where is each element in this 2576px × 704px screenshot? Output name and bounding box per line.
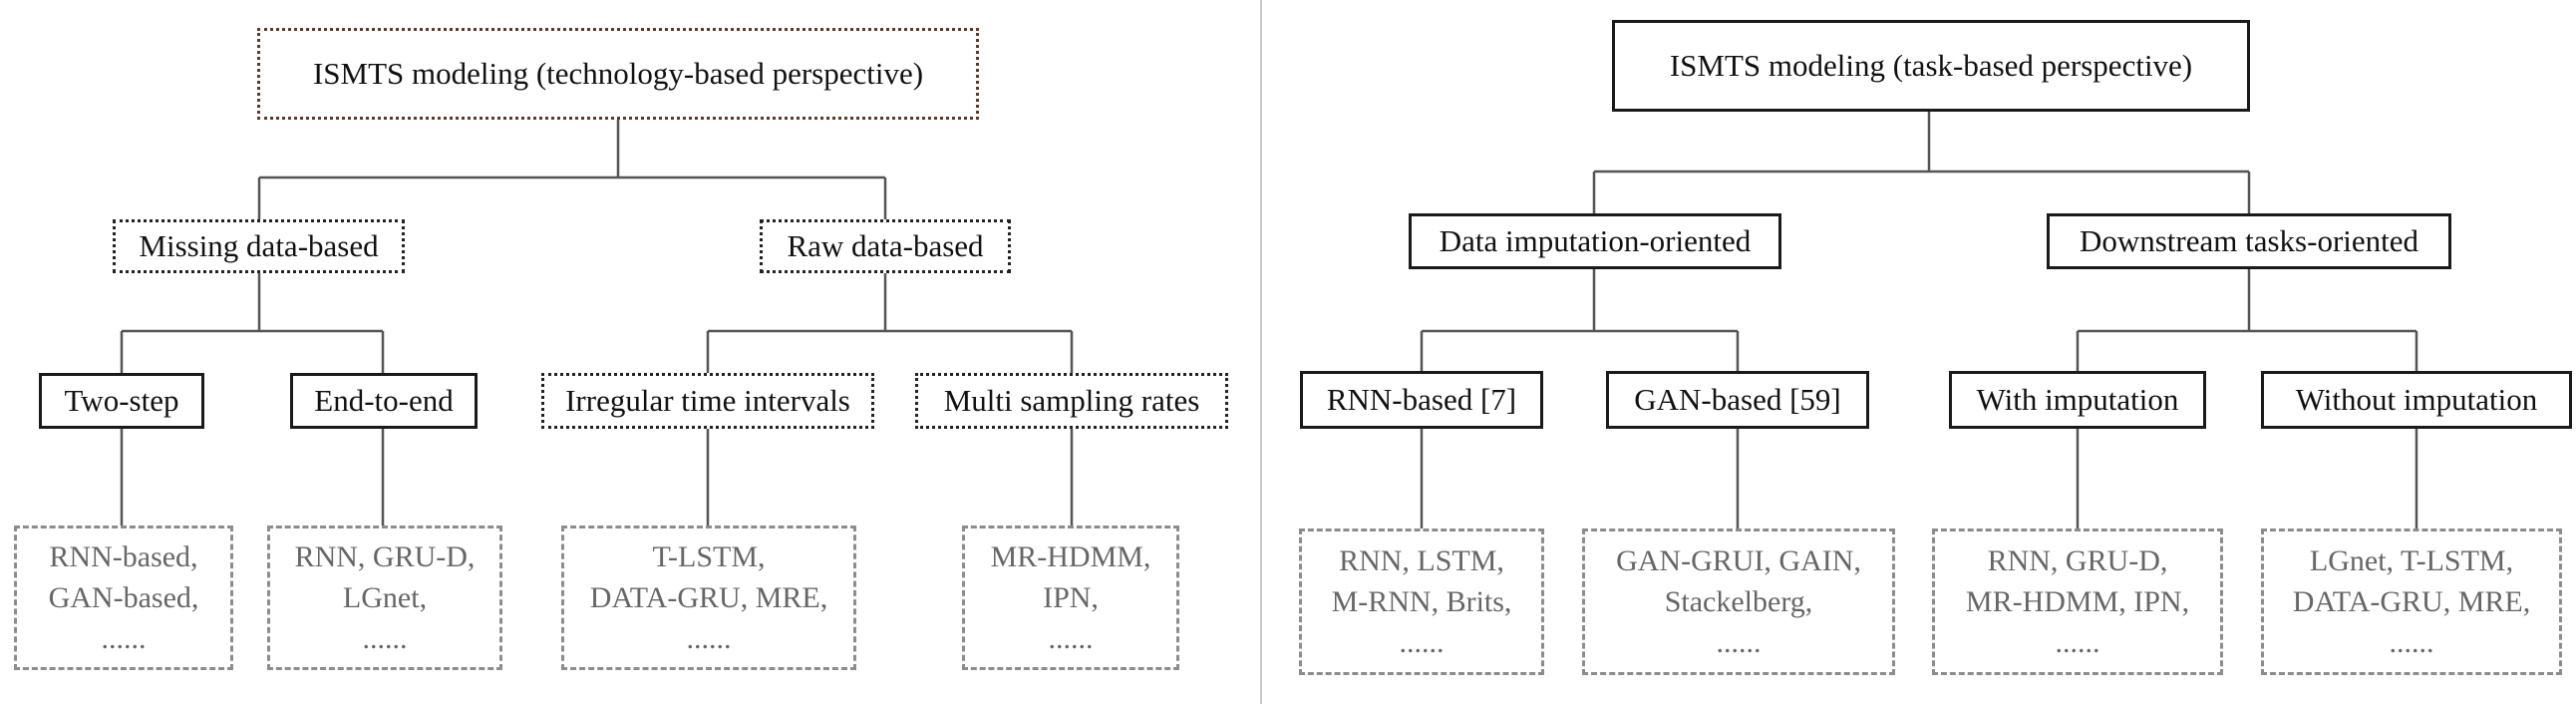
irregular-intervals-node: Irregular time intervals bbox=[541, 373, 874, 429]
method-line: DATA-GRU, MRE, bbox=[2292, 585, 2531, 618]
end-to-end-label: End-to-end bbox=[314, 383, 454, 418]
with-imputation-methods: RNN, GRU-D, MR-HDMM, IPN, ...... bbox=[1932, 528, 2223, 675]
right-root-label: ISMTS modeling (task-based perspective) bbox=[1669, 48, 2193, 83]
imputation-oriented-node: Data imputation-oriented bbox=[1409, 213, 1781, 269]
method-line: Stackelberg, bbox=[1664, 585, 1813, 618]
missing-data-label: Missing data-based bbox=[139, 228, 379, 263]
method-line: RNN, GRU-D, bbox=[1987, 544, 2168, 577]
method-line: DATA-GRU, MRE, bbox=[589, 581, 828, 614]
method-line: LGnet, bbox=[342, 581, 428, 614]
method-line: GAN-GRUI, GAIN, bbox=[1616, 544, 1861, 577]
irregular-intervals-methods: T-LSTM, DATA-GRU, MRE, ...... bbox=[561, 526, 856, 670]
imputation-oriented-label: Data imputation-oriented bbox=[1439, 223, 1752, 258]
two-step-label: Two-step bbox=[64, 383, 179, 418]
right-tree-connectors bbox=[1420, 112, 2418, 528]
method-line: ...... bbox=[101, 622, 147, 655]
two-step-methods: RNN-based, GAN-based, ...... bbox=[14, 526, 233, 670]
gan-based-methods: GAN-GRUI, GAIN, Stackelberg, ...... bbox=[1582, 528, 1895, 675]
downstream-oriented-label: Downstream tasks-oriented bbox=[2079, 223, 2419, 258]
downstream-oriented-node: Downstream tasks-oriented bbox=[2047, 213, 2451, 269]
multi-sampling-label: Multi sampling rates bbox=[943, 383, 1200, 418]
method-line: ...... bbox=[686, 622, 732, 655]
raw-data-label: Raw data-based bbox=[787, 228, 984, 263]
method-line: RNN-based, bbox=[49, 540, 198, 573]
method-line: ...... bbox=[2055, 626, 2100, 659]
rnn-based-node: RNN-based [7] bbox=[1300, 371, 1543, 429]
two-step-node: Two-step bbox=[39, 373, 204, 429]
method-line: LGnet, T-LSTM, bbox=[2309, 544, 2514, 577]
rnn-based-label: RNN-based [7] bbox=[1326, 382, 1517, 417]
with-imputation-node: With imputation bbox=[1949, 371, 2206, 429]
end-to-end-methods: RNN, GRU-D, LGnet, ...... bbox=[267, 526, 502, 670]
missing-data-node: Missing data-based bbox=[113, 219, 405, 273]
method-line: ...... bbox=[1399, 626, 1445, 659]
end-to-end-node: End-to-end bbox=[290, 373, 478, 429]
multi-sampling-methods: MR-HDMM, IPN, ...... bbox=[962, 526, 1179, 670]
method-line: ...... bbox=[362, 622, 408, 655]
without-imputation-label: Without imputation bbox=[2295, 382, 2538, 417]
without-imputation-node: Without imputation bbox=[2261, 371, 2572, 429]
with-imputation-label: With imputation bbox=[1976, 382, 2179, 417]
method-line: ...... bbox=[1716, 626, 1762, 659]
method-line: M-RNN, Brits, bbox=[1331, 585, 1512, 618]
left-tree-connectors bbox=[120, 120, 1074, 526]
method-line: ...... bbox=[1048, 622, 1094, 655]
right-root-node: ISMTS modeling (task-based perspective) bbox=[1612, 20, 2250, 112]
method-line: T-LSTM, bbox=[652, 540, 766, 573]
method-line: RNN, GRU-D, bbox=[294, 540, 476, 573]
method-line: RNN, LSTM, bbox=[1339, 544, 1504, 577]
method-line: MR-HDMM, bbox=[990, 540, 1151, 573]
method-line: GAN-based, bbox=[48, 581, 199, 614]
method-line: ...... bbox=[2389, 626, 2434, 659]
gan-based-node: GAN-based [59] bbox=[1606, 371, 1869, 429]
raw-data-node: Raw data-based bbox=[760, 219, 1011, 273]
method-line: IPN, bbox=[1043, 581, 1099, 614]
left-root-node: ISMTS modeling (technology-based perspec… bbox=[257, 28, 979, 120]
left-root-label: ISMTS modeling (technology-based perspec… bbox=[312, 56, 924, 91]
gan-based-label: GAN-based [59] bbox=[1634, 382, 1841, 417]
method-line: MR-HDMM, IPN, bbox=[1965, 585, 2190, 618]
irregular-intervals-label: Irregular time intervals bbox=[565, 383, 850, 418]
without-imputation-methods: LGnet, T-LSTM, DATA-GRU, MRE, ...... bbox=[2261, 528, 2562, 675]
multi-sampling-node: Multi sampling rates bbox=[915, 373, 1228, 429]
rnn-based-methods: RNN, LSTM, M-RNN, Brits, ...... bbox=[1299, 528, 1544, 675]
